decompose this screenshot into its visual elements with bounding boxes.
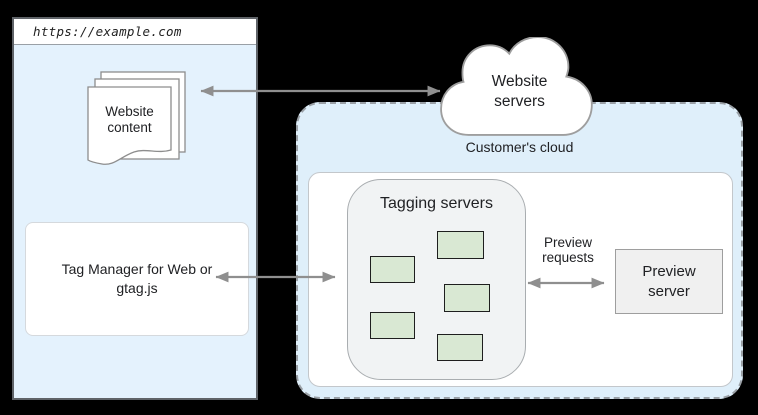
website-servers-label: Website servers bbox=[491, 73, 548, 110]
tag-manager-box: Tag Manager for Web or gtag.js bbox=[25, 222, 249, 336]
preview-requests-label: Preview requests bbox=[542, 235, 594, 265]
preview-server-box: Preview server bbox=[615, 249, 723, 314]
tag-manager-label: Tag Manager for Web or gtag.js bbox=[61, 261, 213, 296]
document-stack-icon bbox=[87, 71, 186, 165]
server-node bbox=[370, 312, 415, 339]
browser-titlebar: https://example.com bbox=[14, 19, 256, 45]
server-node bbox=[437, 334, 483, 361]
cloud-icon bbox=[440, 37, 593, 136]
browser-window: https://example.com Website content Tag … bbox=[12, 17, 258, 400]
customer-cloud-label: Customer's cloud bbox=[465, 139, 574, 155]
tagging-servers-box: Tagging servers bbox=[347, 179, 526, 380]
tagging-servers-label: Tagging servers bbox=[380, 195, 493, 212]
preview-server-label: Preview server bbox=[642, 262, 696, 300]
server-node bbox=[437, 231, 484, 259]
website-content-label: Website content bbox=[105, 104, 154, 135]
server-node bbox=[370, 256, 415, 283]
server-node bbox=[444, 284, 490, 312]
url-text: https://example.com bbox=[33, 24, 182, 39]
customer-cloud-region: Customer's cloud Tagging servers Preview… bbox=[296, 102, 743, 399]
cloud-inner-container: Tagging servers Preview requests Preview… bbox=[308, 172, 733, 387]
